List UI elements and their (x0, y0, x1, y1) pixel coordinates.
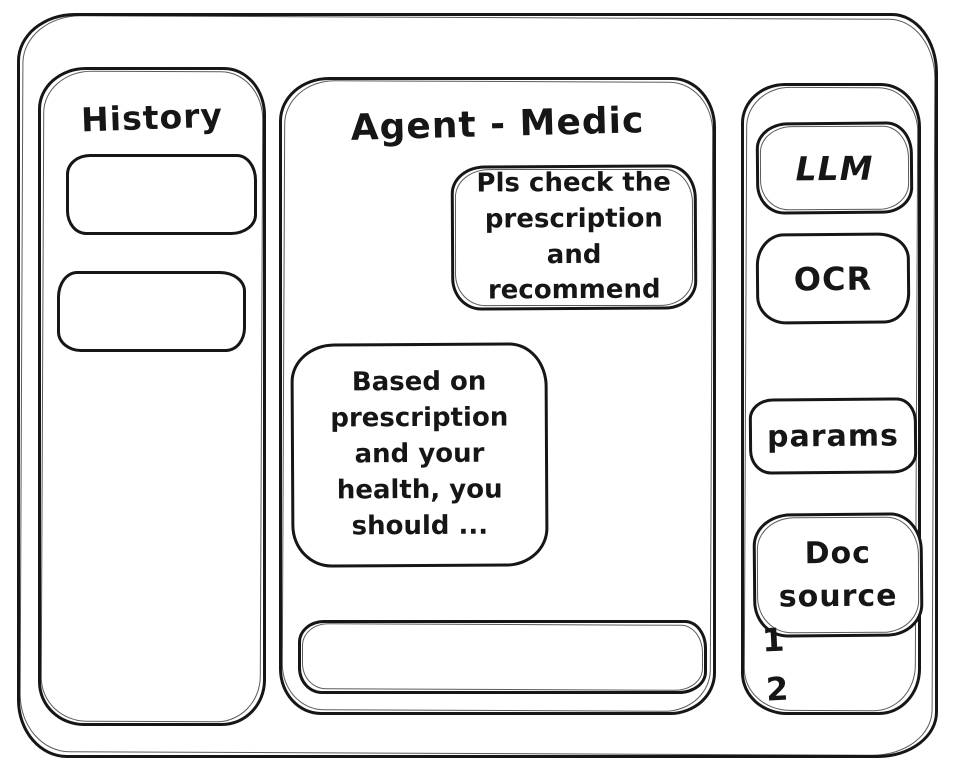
llm-button[interactable]: LLM (755, 121, 914, 215)
history-item[interactable] (57, 271, 246, 352)
assistant-message-text: Based on prescription and your health, y… (330, 366, 509, 542)
history-panel: History (38, 67, 266, 726)
chat-input-box[interactable] (298, 620, 707, 694)
tools-panel: LLM OCR params Doc source 1 2 (741, 83, 924, 715)
chat-title: Agent - Medic (350, 100, 645, 149)
params-button[interactable]: params (748, 397, 918, 475)
ocr-button[interactable]: OCR (755, 232, 911, 325)
chat-panel: Agent - Medic Pls check the prescription… (279, 77, 716, 715)
doc-source-item-1[interactable]: 1 (761, 620, 786, 660)
app-frame: History Agent - Medic Pls check the pres… (17, 13, 938, 758)
history-title: History (80, 95, 224, 140)
doc-source-button[interactable]: Doc source (752, 512, 924, 638)
chat-input[interactable] (301, 623, 704, 691)
doc-source-item-2[interactable]: 2 (765, 669, 790, 709)
user-message-text: Pls check the prescription and recommend (476, 167, 671, 306)
history-item[interactable] (66, 154, 257, 235)
user-message-bubble: Pls check the prescription and recommend (450, 164, 698, 311)
assistant-message-bubble: Based on prescription and your health, y… (290, 342, 549, 568)
